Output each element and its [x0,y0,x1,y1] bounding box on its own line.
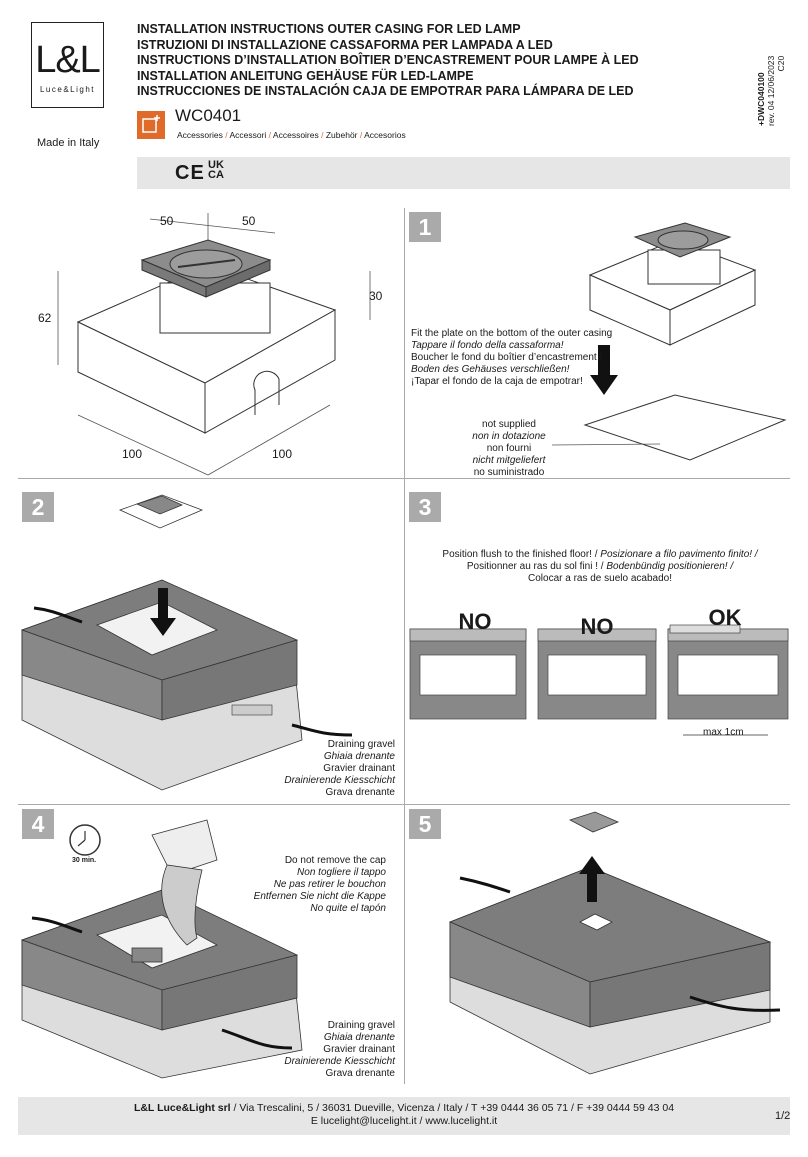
contact-line: E lucelight@lucelight.it / www.lucelight… [310,1115,498,1127]
cure-time: 30 min. [72,857,97,864]
ukca-mark: UK CA [208,159,224,181]
product-code: WC0401 [175,106,242,125]
company-name: L&L Luce&Light srl [133,1102,231,1114]
title-fr: INSTRUCTIONS D’INSTALLATION BOÎTIER D’EN… [137,53,639,67]
step3-text: Position flush to the finished floor! / … [442,549,758,584]
divider [404,208,405,1084]
step1-text: Fit the plate on the bottom of the outer… [411,328,613,387]
dim-l1: 100 [122,447,143,461]
title-de: INSTALLATION ANLEITUNG GEHÄUSE FÜR LED-L… [137,68,474,83]
page-number: 1/2 [775,1110,791,1122]
step4-illustration [20,819,303,1079]
product-categories: Accessories / Accessori / Accessoires / … [177,130,406,140]
product-icon [137,111,165,139]
clock-icon [69,824,101,856]
step4-gravel-label: Draining gravel Ghiaia drenante Gravier … [284,1020,395,1079]
title-block: INSTALLATION INSTRUCTIONS OUTER CASING F… [137,22,639,100]
step2-gravel-label: Draining gravel Ghiaia drenante Gravier … [284,739,395,798]
title-it: ISTRUZIONI DI INSTALLAZIONE CASSAFORMA P… [137,37,553,52]
dim-w2: 50 [242,214,256,228]
step5-illustration [448,811,781,1075]
footer-text: L&L Luce&Light srl / Via Trescalini, 5 /… [18,1102,790,1128]
status-no-1: NO [458,609,492,634]
certification-bar [137,157,790,189]
ce-mark: CE [175,162,205,184]
category: Zubehör [325,130,358,140]
step-number: 4 [22,809,54,839]
brand-logo: L&L Luce&Light [31,22,104,108]
step3-diagrams [409,624,789,736]
step2-illustration [20,494,353,791]
doc-code: +DWC040100 [756,72,766,126]
dimension-drawing [57,213,371,476]
title-en: INSTALLATION INSTRUCTIONS OUTER CASING F… [137,22,521,36]
status-no-2: NO [580,614,614,639]
ukca-line1: UK [208,159,224,171]
made-in: Made in Italy [37,137,100,149]
logo-text: L&L [35,39,101,81]
title-es: INSTRUCCIONES DE INSTALACIÓN CAJA DE EMP… [137,84,634,98]
step1-illustration [583,222,787,461]
dim-w1: 50 [160,214,174,228]
category: Accesorios [364,130,406,140]
step-number: 2 [22,492,54,522]
dim-depth: 30 [369,289,383,303]
logo-subtext: Luce&Light [39,85,96,94]
step-number: 1 [409,212,441,242]
ukca-line2: CA [208,169,224,181]
dim-l2: 100 [272,447,293,461]
doc-rev: rev. 04 12/06/2023 [766,55,776,126]
step-number: 5 [409,809,441,839]
fixture-icon [142,115,160,133]
doc-extra: C20 [776,55,786,72]
leader-line [551,443,661,446]
dim-height: 62 [38,311,52,325]
step4-cap-note: Do not remove the cap Non togliere il ta… [253,855,386,914]
category: Accessoires [272,130,319,140]
not-supplied-note: not supplied non in dotazione non fourni… [472,419,546,478]
category: Accessories [177,130,223,140]
category: Accessori [229,130,267,140]
status-ok: OK [708,605,742,630]
step-number: 3 [409,492,441,522]
company-address: / Via Trescalini, 5 / 36031 Dueville, Vi… [230,1102,675,1114]
footer-bar [18,1097,790,1135]
max-tolerance: max 1cm [703,727,744,738]
